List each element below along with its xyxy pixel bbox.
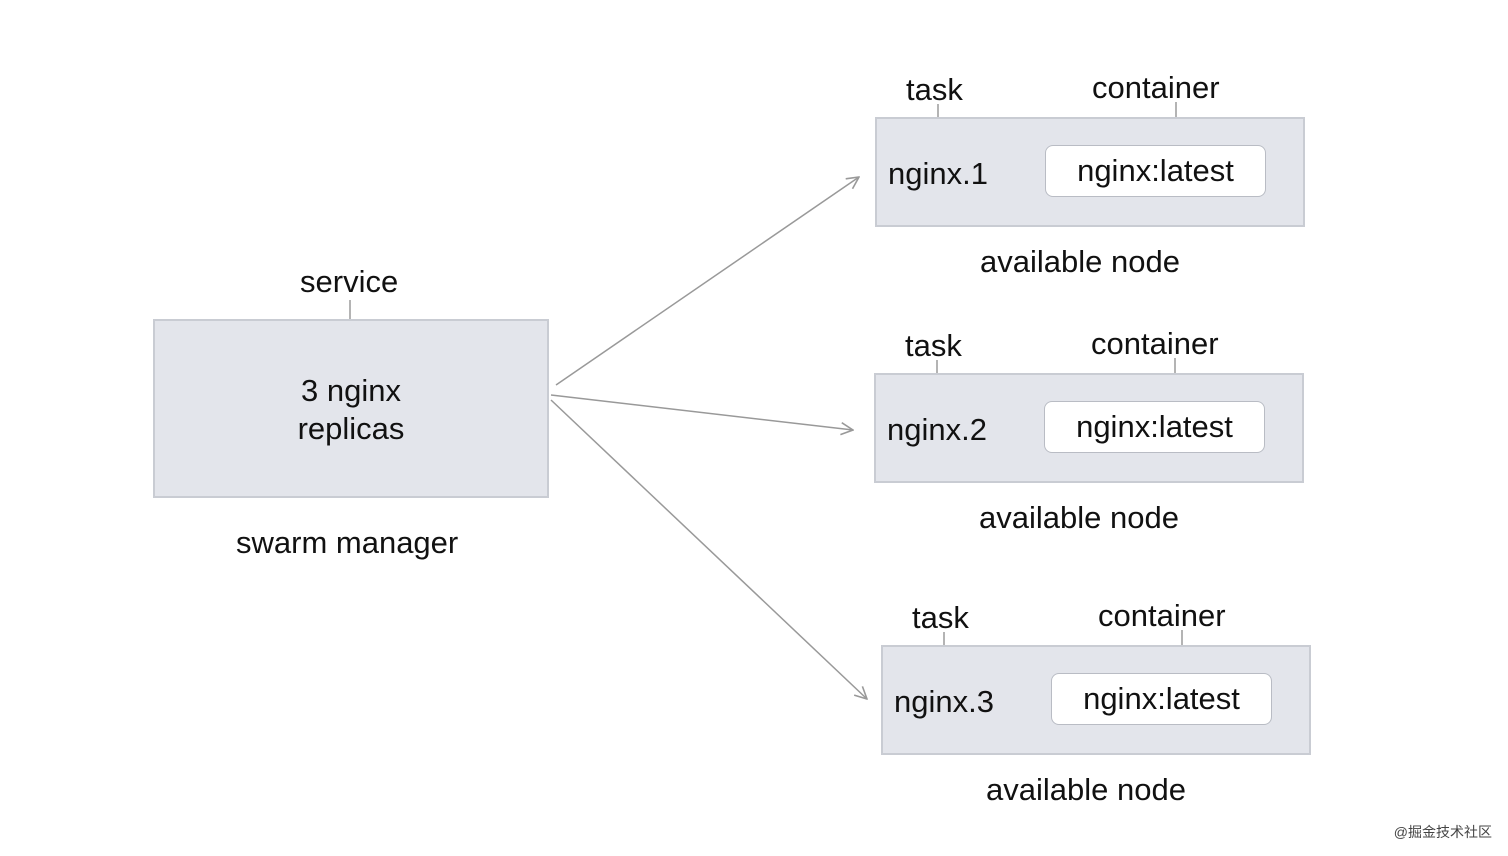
swarm-manager-box: [153, 319, 549, 498]
task-name-1: nginx.1: [888, 156, 988, 191]
container-label-1: container: [1092, 70, 1220, 105]
available-node-caption-2: available node: [979, 500, 1179, 535]
watermark: @掘金技术社区: [1393, 824, 1492, 840]
available-node-caption-3: available node: [986, 772, 1186, 807]
container-image-box-1: nginx:latest: [1045, 145, 1266, 197]
swarm-manager-caption: swarm manager: [236, 525, 459, 560]
task-label-3: task: [912, 600, 969, 635]
replicas-text: 3 nginx replicas: [153, 372, 549, 448]
service-label: service: [300, 264, 399, 299]
task-name-3: nginx.3: [894, 684, 994, 719]
task-label-2: task: [905, 328, 962, 363]
task-name-2: nginx.2: [887, 412, 987, 447]
arrow-to-node-3: [550, 399, 867, 699]
container-image-box-3: nginx:latest: [1051, 673, 1272, 725]
task-label-1: task: [906, 72, 963, 107]
available-node-caption-1: available node: [980, 244, 1180, 279]
container-image-box-2: nginx:latest: [1044, 401, 1265, 453]
container-label-3: container: [1098, 598, 1226, 633]
replicas-line-1: 3 nginx: [301, 373, 401, 408]
replicas-line-2: replicas: [297, 411, 405, 446]
arrow-to-node-2: [550, 394, 853, 430]
arrow-to-node-1: [555, 177, 859, 386]
container-label-2: container: [1091, 326, 1219, 361]
